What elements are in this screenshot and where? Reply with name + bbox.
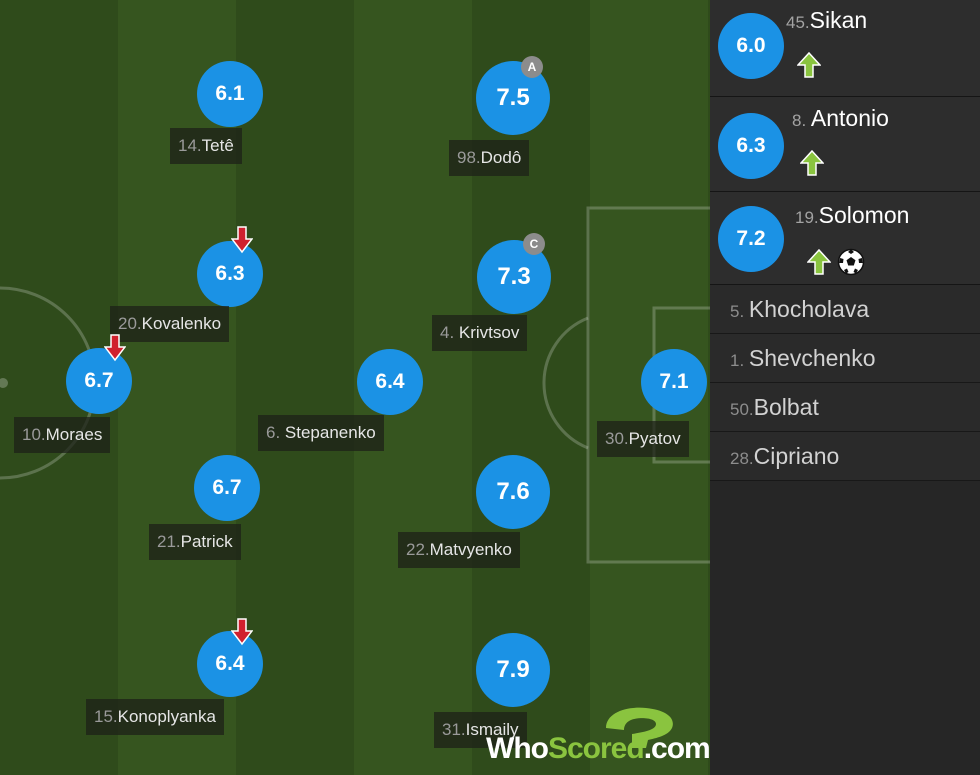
whoscored-logo[interactable]: WhoScored.com <box>486 704 710 770</box>
rating-circle: 6.7 <box>194 455 260 521</box>
rating-circle: 6.7 <box>66 348 132 414</box>
player-name-label: 1. Shevchenko <box>730 334 876 385</box>
player-name: Cipriano <box>753 443 840 469</box>
player-name-label: 30.Pyatov <box>597 421 689 457</box>
player-name: Khocholava <box>748 296 870 322</box>
player-name-label: 4. Krivtsov <box>432 315 528 351</box>
red-down-arrow-icon <box>104 334 126 362</box>
player-name-label: 31.Ismaily <box>434 712 527 748</box>
sub-row-sikan[interactable]: 6.0 45.Sikan <box>710 0 980 97</box>
shirt-number: 8. <box>792 111 811 130</box>
bench-row-bolbat[interactable]: 50.Bolbat <box>710 383 980 432</box>
player-name: Shevchenko <box>748 345 876 371</box>
rating-circle: 6.3 <box>197 241 263 307</box>
shirt-number: 4. <box>440 323 459 342</box>
rating-circle: 6.4 <box>197 631 263 697</box>
pitch: 6.1 14.Tetê 7.5 A 98.Dodô 6.3 20.Kovalen… <box>0 0 710 775</box>
player-name: Patrick <box>180 532 233 551</box>
player-name: Dodô <box>480 148 522 167</box>
shirt-number: 20. <box>118 314 142 333</box>
bench-row-shevchenko[interactable]: 1. Shevchenko <box>710 334 980 383</box>
player-name: Konoplyanka <box>117 707 216 726</box>
player-name: Moraes <box>45 425 103 444</box>
shirt-number: 10. <box>22 425 46 444</box>
shirt-number: 14. <box>178 136 202 155</box>
player-name: Krivtsov <box>458 323 520 342</box>
rating-circle: 7.6 <box>476 455 550 529</box>
player-name: Solomon <box>818 202 910 228</box>
shirt-number: 28. <box>730 449 754 468</box>
bench-row-cipriano[interactable]: 28.Cipriano <box>710 432 980 481</box>
player-name: Bolbat <box>753 394 819 420</box>
green-up-arrow-icon <box>807 248 831 275</box>
player-name-label: 20.Kovalenko <box>110 306 230 342</box>
rating-circle: 7.2 <box>718 206 784 272</box>
rating-circle: 6.4 <box>357 349 423 415</box>
player-name-label: 8. Antonio <box>792 105 889 132</box>
shirt-number: 30. <box>605 429 629 448</box>
shirt-number: 5. <box>730 302 749 321</box>
player-name: Ismaily <box>465 720 519 739</box>
player-name: Pyatov <box>628 429 681 448</box>
player-name: Tetê <box>201 136 234 155</box>
rating-circle: 7.9 <box>476 633 550 707</box>
player-name-label: 45.Sikan <box>786 7 867 34</box>
green-up-arrow-icon <box>800 149 824 176</box>
shirt-number: 50. <box>730 400 754 419</box>
question-mark-icon <box>606 707 673 748</box>
red-down-arrow-icon <box>231 618 253 646</box>
rating-circle: 7.1 <box>641 349 707 415</box>
player-name: Stepanenko <box>284 423 376 442</box>
shirt-number: 6. <box>266 423 285 442</box>
shirt-number: 22. <box>406 540 430 559</box>
player-name: Sikan <box>809 7 868 33</box>
player-name-label: 19.Solomon <box>795 202 909 229</box>
player-name-label: 28.Cipriano <box>730 432 839 483</box>
red-down-arrow-icon <box>231 226 253 254</box>
football-icon <box>837 248 865 276</box>
player-name-label: 98.Dodô <box>449 140 530 176</box>
player-name-label: 5. Khocholava <box>730 285 869 336</box>
rating-circle: 6.0 <box>718 13 784 79</box>
player-name-label: 6. Stepanenko <box>258 415 384 451</box>
substitutes-panel: 6.0 45.Sikan 6.3 8. Antonio 7.2 19.Solom… <box>710 0 980 775</box>
green-up-arrow-icon <box>797 51 821 78</box>
rating-circle: 6.1 <box>197 61 263 127</box>
shirt-number: 45. <box>786 13 810 32</box>
sub-row-solomon[interactable]: 7.2 19.Solomon <box>710 192 980 285</box>
player-name: Antonio <box>810 105 889 131</box>
logo-text: WhoScored.com <box>486 732 710 765</box>
rating-circle: 6.3 <box>718 113 784 179</box>
shirt-number: 15. <box>94 707 118 726</box>
shirt-number: 98. <box>457 148 481 167</box>
player-name: Matvyenko <box>429 540 512 559</box>
player-name-label: 22.Matvyenko <box>398 532 520 568</box>
shirt-number: 1. <box>730 351 749 370</box>
shirt-number: 21. <box>157 532 181 551</box>
player-name-label: 14.Tetê <box>170 128 242 164</box>
assist-badge: A <box>521 56 543 78</box>
shirt-number: 31. <box>442 720 466 739</box>
captain-badge: C <box>523 233 545 255</box>
player-name-label: 21.Patrick <box>149 524 241 560</box>
bench-row-khocholava[interactable]: 5. Khocholava <box>710 285 980 334</box>
player-name-label: 50.Bolbat <box>730 383 819 434</box>
player-name: Kovalenko <box>141 314 222 333</box>
player-name-label: 10.Moraes <box>14 417 111 453</box>
shirt-number: 19. <box>795 208 819 227</box>
player-name-label: 15.Konoplyanka <box>86 699 224 735</box>
sub-row-antonio[interactable]: 6.3 8. Antonio <box>710 97 980 192</box>
